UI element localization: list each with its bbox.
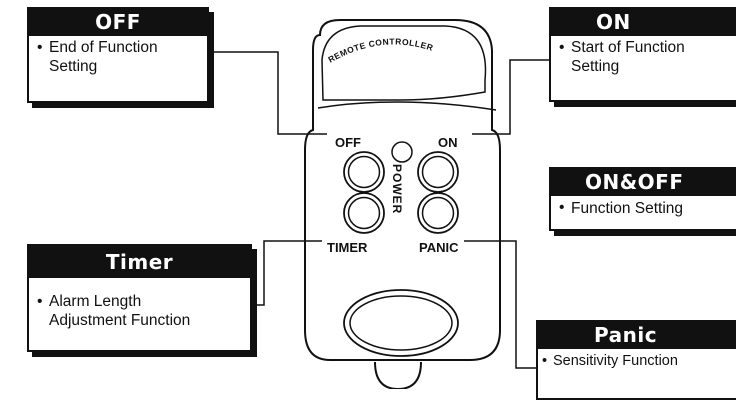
large-oval-button[interactable]: [343, 289, 459, 357]
timer-button-label: TIMER: [327, 240, 368, 255]
remote-panel-curve: [317, 101, 497, 111]
callout-onoff: ON&OFF • Function Setting: [549, 167, 736, 231]
lanyard-loop: [374, 361, 422, 389]
panic-button-label: PANIC: [419, 240, 459, 255]
off-button[interactable]: [343, 151, 385, 193]
callout-panic-body: • Sensitivity Function: [538, 349, 736, 371]
bullet-icon: •: [37, 39, 43, 56]
callout-onoff-body: • Function Setting: [551, 196, 736, 218]
callout-off-line-2: Setting: [49, 58, 98, 75]
callout-off-line-1: End of Function: [49, 39, 158, 56]
on-button-label: ON: [438, 135, 458, 150]
on-button[interactable]: [417, 151, 459, 193]
remote-top-panel: [321, 25, 487, 101]
callout-onoff-title: ON&OFF: [551, 169, 736, 196]
remote-diagram: REMOTE CONTROLLER OFF ON TIMER PANIC POW…: [209, 19, 549, 389]
leader-panic: [464, 240, 542, 369]
callout-on-body: • Start of Function Setting: [551, 36, 736, 76]
callout-timer-line-1: Alarm Length: [49, 293, 142, 310]
callout-on-title: ON: [551, 9, 736, 36]
callout-onoff-line-1: Function Setting: [571, 200, 684, 217]
bullet-icon: •: [37, 293, 43, 310]
callout-panic-title: Panic: [538, 322, 736, 349]
callout-on-line-1: Start of Function: [571, 39, 685, 56]
power-label: POWER: [390, 164, 404, 214]
bullet-icon: •: [542, 353, 548, 369]
callout-on: ON • Start of Function Setting: [549, 7, 736, 102]
callout-timer-body: • Alarm Length Adjustment Function: [29, 278, 250, 330]
callout-panic-line-1: Sensitivity Function: [553, 353, 678, 369]
callout-off-body: • End of Function Setting: [29, 36, 207, 76]
callout-off: OFF • End of Function Setting: [27, 7, 209, 103]
panic-button[interactable]: [417, 192, 459, 234]
bullet-icon: •: [559, 199, 565, 216]
callout-panic: Panic • Sensitivity Function: [536, 320, 736, 400]
power-led: [391, 141, 413, 163]
timer-button[interactable]: [343, 192, 385, 234]
callout-timer: Timer • Alarm Length Adjustment Function: [27, 244, 252, 352]
off-button-label: OFF: [335, 135, 361, 150]
callout-on-line-2: Setting: [571, 58, 620, 75]
callout-timer-title: Timer: [29, 246, 250, 278]
bullet-icon: •: [559, 39, 565, 56]
callout-off-title: OFF: [29, 9, 207, 36]
callout-timer-line-2: Adjustment Function: [49, 312, 191, 329]
leader-off: [209, 51, 327, 135]
leader-on: [472, 59, 549, 135]
